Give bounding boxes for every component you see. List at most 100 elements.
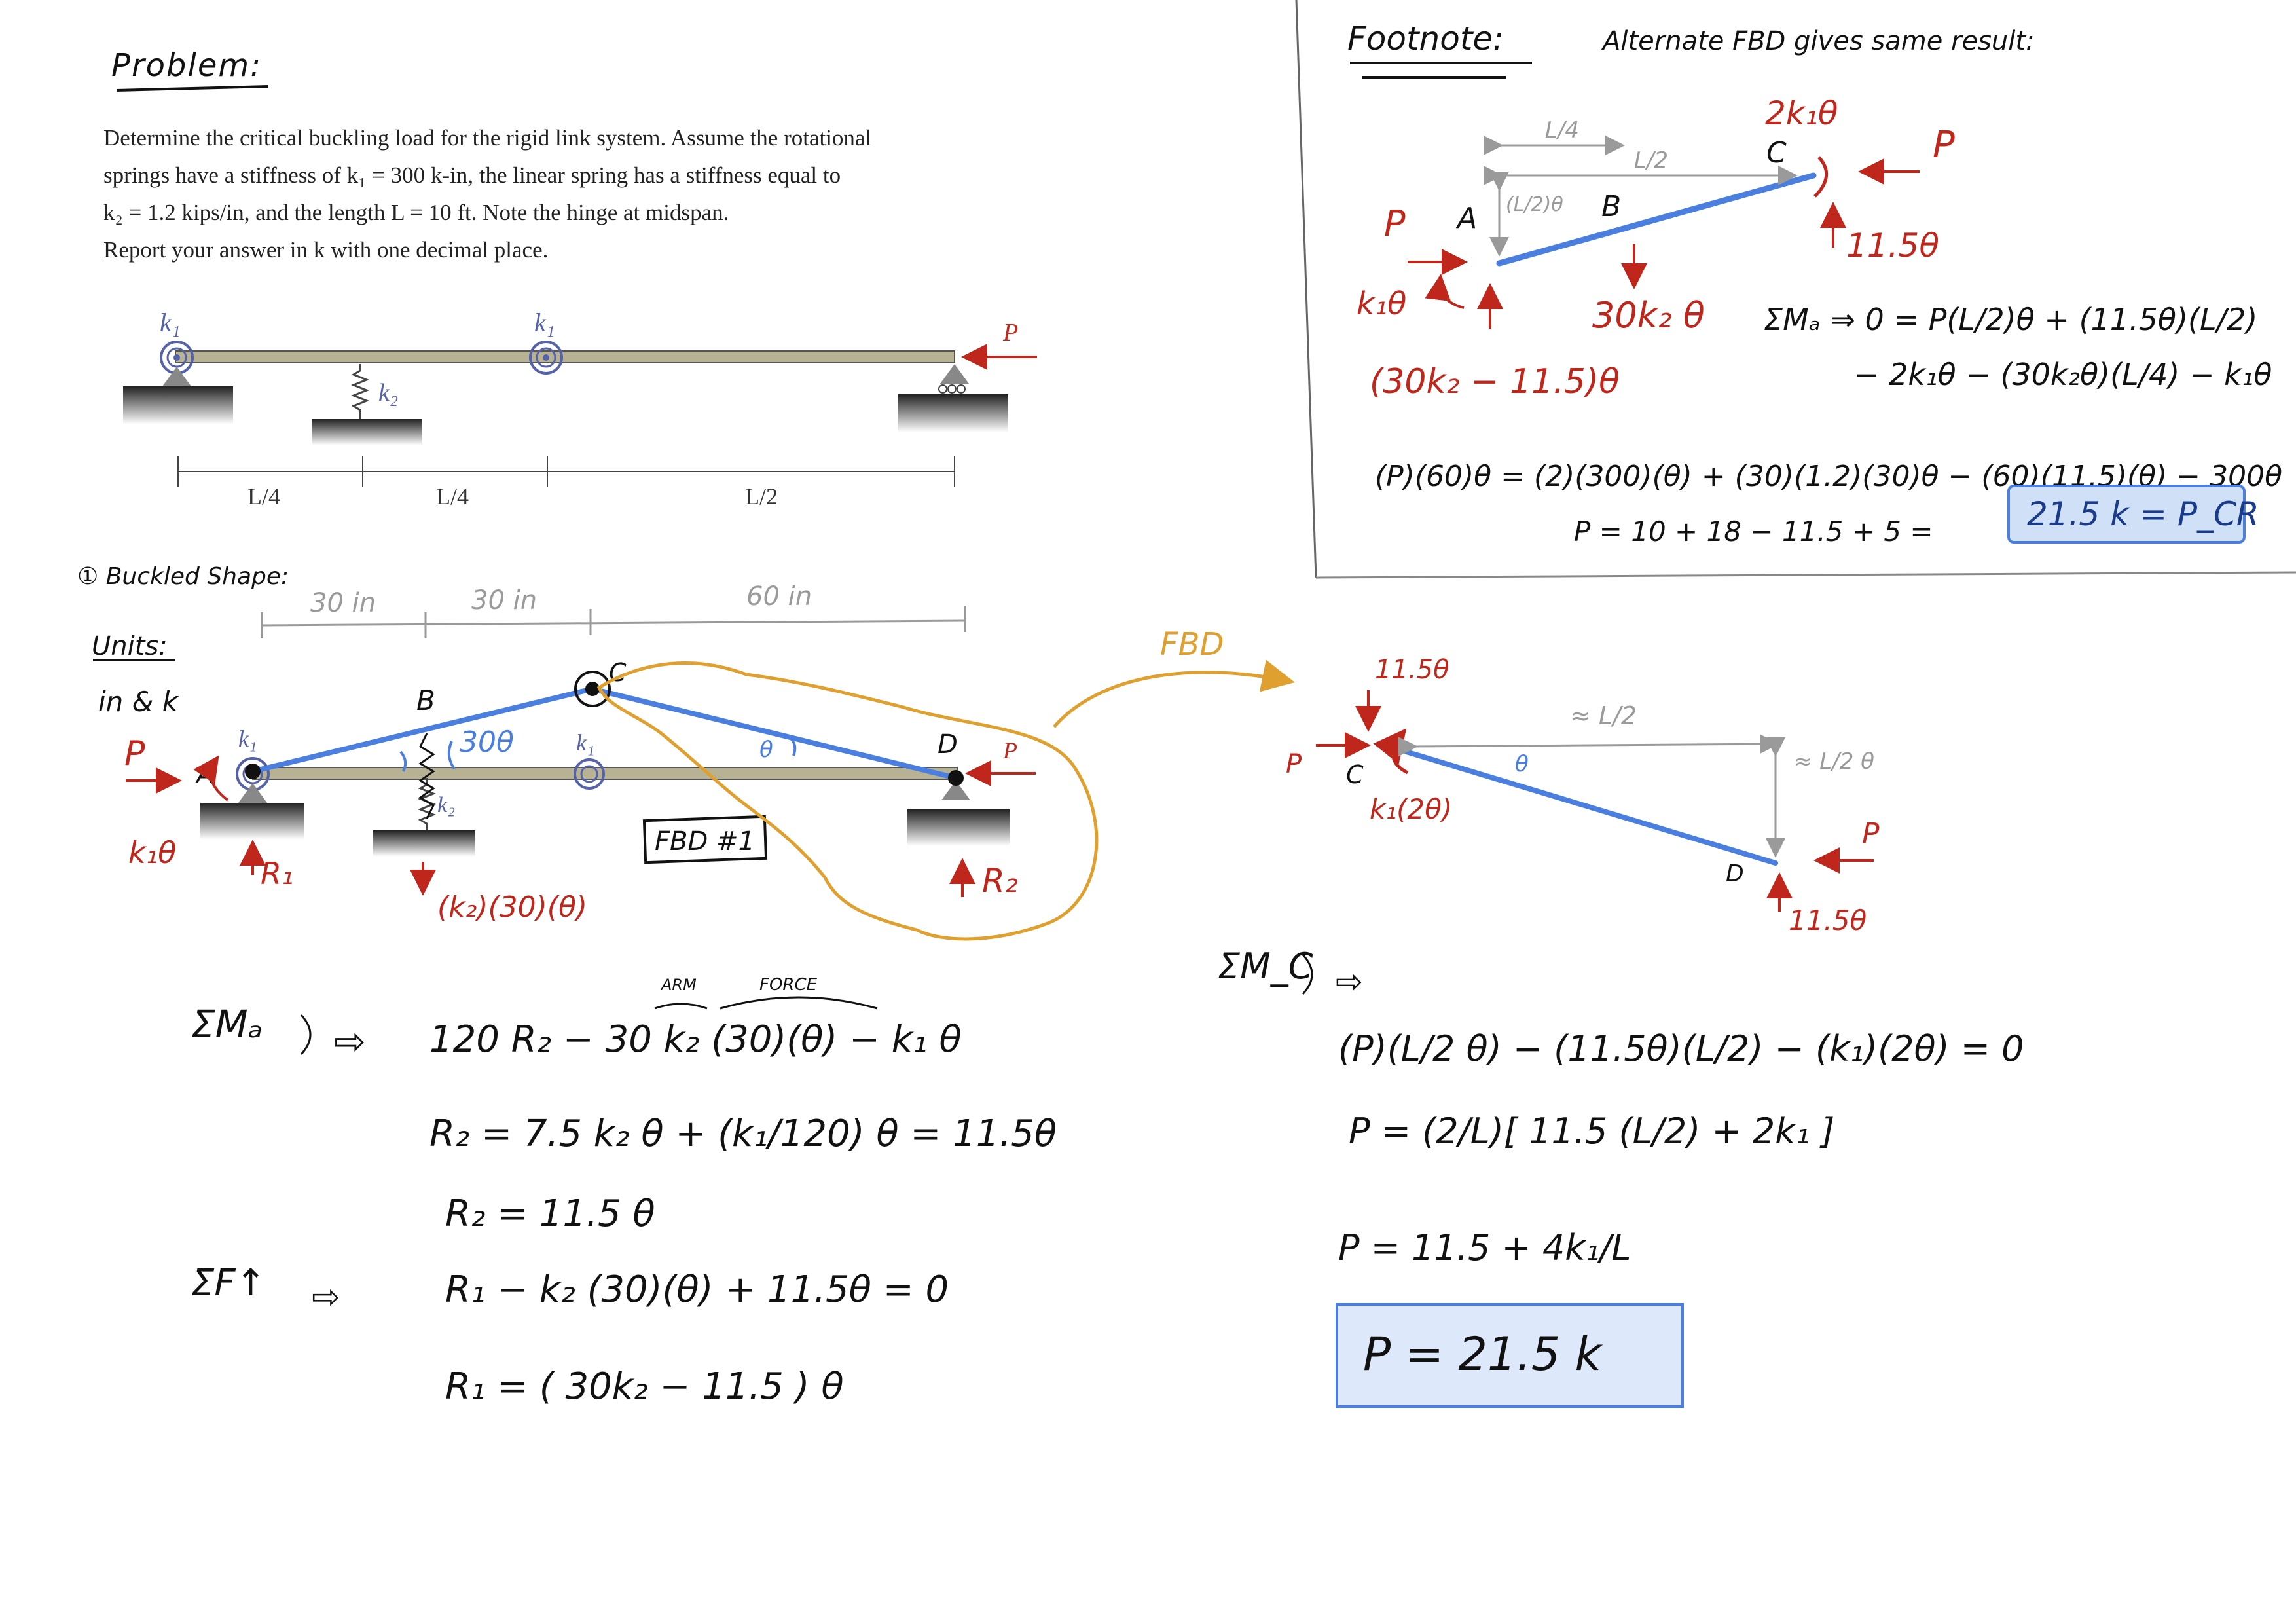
- fbd-pointer: [1053, 659, 1295, 728]
- node-a-dot: [245, 764, 261, 779]
- dim-30-a: 30 in: [310, 588, 376, 618]
- rotational-spring-mid: [529, 341, 563, 375]
- force-label: FORCE: [759, 975, 818, 995]
- fbd-shear-top: 11.5θ: [1375, 655, 1449, 685]
- eq-left-4: R₁ − k₂ (30)(θ) + 11.5θ = 0: [445, 1268, 949, 1311]
- sum-mc-arc: [1302, 953, 1313, 995]
- fbd-p-left: P: [1286, 749, 1302, 779]
- units-value: in & k: [98, 686, 179, 718]
- p-left-label: P: [124, 734, 145, 773]
- fbd-moment: k₁(2θ): [1370, 793, 1452, 825]
- dim-l4-b: L/4: [436, 483, 469, 509]
- eq-right-1: (P)(L/2 θ) − (11.5θ)(L/2) − (k₁)(2θ) = 0: [1338, 1028, 2024, 1069]
- problem-heading-text: Problem:: [111, 47, 263, 84]
- linear-spring: [350, 364, 370, 422]
- p-right-label: P: [1002, 737, 1017, 764]
- arm-label: ARM: [660, 976, 697, 994]
- spring-force-label: (k₂)(30)(θ): [437, 891, 587, 924]
- eq-left-2: R₂ = 7.5 k₂ θ + (k₁/120) θ = 11.5θ: [429, 1113, 1057, 1155]
- footnote-node-a: A: [1455, 202, 1477, 235]
- eq-right-2: P = (2/L)[ 11.5 (L/2) + 2k₁ ]: [1349, 1111, 1834, 1152]
- fbd-cd-bar: [1404, 749, 1778, 866]
- node-c-spring: [574, 671, 611, 707]
- ground-left: [123, 386, 233, 424]
- fbd-half-len: ≈ L/2: [1570, 701, 1637, 730]
- angle-arc-cd: [790, 737, 797, 756]
- buckled-beam: [252, 767, 958, 780]
- ground-spring: [312, 419, 422, 445]
- fbd-theta: θ: [1515, 751, 1529, 777]
- arm-brace: [654, 1003, 708, 1010]
- dim-30-b: 30 in: [471, 585, 537, 616]
- spring-b: [417, 778, 437, 836]
- angle-30theta: 30θ: [460, 726, 514, 759]
- dim-l4-a: L/4: [247, 483, 280, 509]
- r1-label: R₁: [261, 856, 293, 891]
- ground-b: [373, 830, 475, 857]
- moment-a-arrow: [193, 755, 229, 802]
- label-k1-mid: k₁: [534, 308, 555, 337]
- footnote-border-left: [1295, 0, 1317, 578]
- roller-support-right: [940, 364, 969, 384]
- node-c: C: [609, 658, 627, 687]
- footnote-eq-p: P = 10 + 18 − 11.5 + 5 =: [1574, 515, 1933, 547]
- footnote-p-c: P: [1933, 124, 1955, 166]
- label-k2: k₂: [378, 379, 398, 407]
- ground-a: [200, 803, 304, 840]
- angle-arc-b: [399, 750, 407, 772]
- support-d: [941, 781, 970, 800]
- ground-right: [898, 394, 1008, 432]
- label-k1-left: k₁: [160, 308, 181, 337]
- r2-label: R₂: [982, 862, 1018, 900]
- problem-line: Report your answer in k with one decimal…: [103, 237, 549, 263]
- footnote-moment-a: k₁θ: [1357, 286, 1406, 322]
- problem-line: springs have a stiffness of k₁ = 300 k-i…: [103, 162, 841, 188]
- fbd-horiz-dim: [1398, 734, 1779, 757]
- fbd-shear-bottom: 11.5θ: [1789, 904, 1867, 936]
- dim-60: 60 in: [746, 581, 812, 612]
- node-c-dot: [585, 682, 600, 696]
- footnote-p-a: P: [1384, 203, 1406, 244]
- result-text: P = 21.5 k: [1363, 1327, 1603, 1381]
- footnote-moment-c-arrow: [1813, 156, 1829, 198]
- sum-fy-label: ΣF↑: [191, 1262, 266, 1304]
- label-p: P: [1002, 319, 1018, 346]
- eq-left-3: R₂ = 11.5 θ: [445, 1192, 655, 1235]
- dimension-line: [177, 456, 955, 487]
- footnote-dim-l2-label: L/2: [1634, 147, 1668, 174]
- sum-ma-label: ΣMₐ: [191, 1002, 263, 1046]
- problem-statement: Determine the critical buckling load for…: [103, 119, 1072, 268]
- footnote-bar: [1496, 172, 1817, 267]
- eq-right-3: P = 11.5 + 4k₁/L: [1338, 1227, 1631, 1268]
- units-label: Units:: [92, 631, 168, 661]
- footnote-heading: Footnote:: [1347, 20, 1504, 58]
- implies-2: ⇨: [312, 1278, 340, 1317]
- node-d-dot: [948, 770, 964, 786]
- footnote-dim-l4-label: L/4: [1545, 117, 1579, 143]
- node-b: B: [416, 684, 435, 716]
- footnote-moment-c: 2k₁θ: [1765, 94, 1838, 132]
- sum-ma-arc: [300, 1014, 312, 1056]
- footnote-spring-b: 30k₂ θ: [1592, 295, 1705, 336]
- buckled-k2: k₂: [437, 793, 455, 817]
- problem-line: Determine the critical buckling load for…: [103, 125, 872, 151]
- angle-theta-cd: θ: [759, 737, 773, 763]
- footnote-sum-ma-2: − 2k₁θ − (30k₂θ)(L/4) − k₁θ: [1854, 357, 2272, 392]
- moment-a-label: k₁θ: [128, 835, 176, 870]
- angle-arc-b2: [447, 741, 456, 770]
- fbd-node-d: D: [1726, 860, 1744, 887]
- pin-support-left: [162, 367, 191, 386]
- fbd-cloud: [596, 661, 1099, 941]
- footnote-moment-a-arrow: [1425, 274, 1465, 309]
- footnote-result: 21.5 k = P_CR: [2027, 495, 2259, 533]
- ground-d: [907, 809, 1010, 846]
- implies-1: ⇨: [334, 1019, 366, 1063]
- fbd1-box: [642, 815, 768, 864]
- fbd-drop: ≈ L/2 θ: [1794, 748, 1874, 775]
- footnote-text: Alternate FBD gives same result:: [1601, 26, 2035, 56]
- problem-figure: [123, 341, 1037, 487]
- beam: [175, 350, 955, 363]
- sum-mc-label: ΣM_C: [1218, 946, 1313, 987]
- buckled-k1-a: k₁: [238, 726, 257, 752]
